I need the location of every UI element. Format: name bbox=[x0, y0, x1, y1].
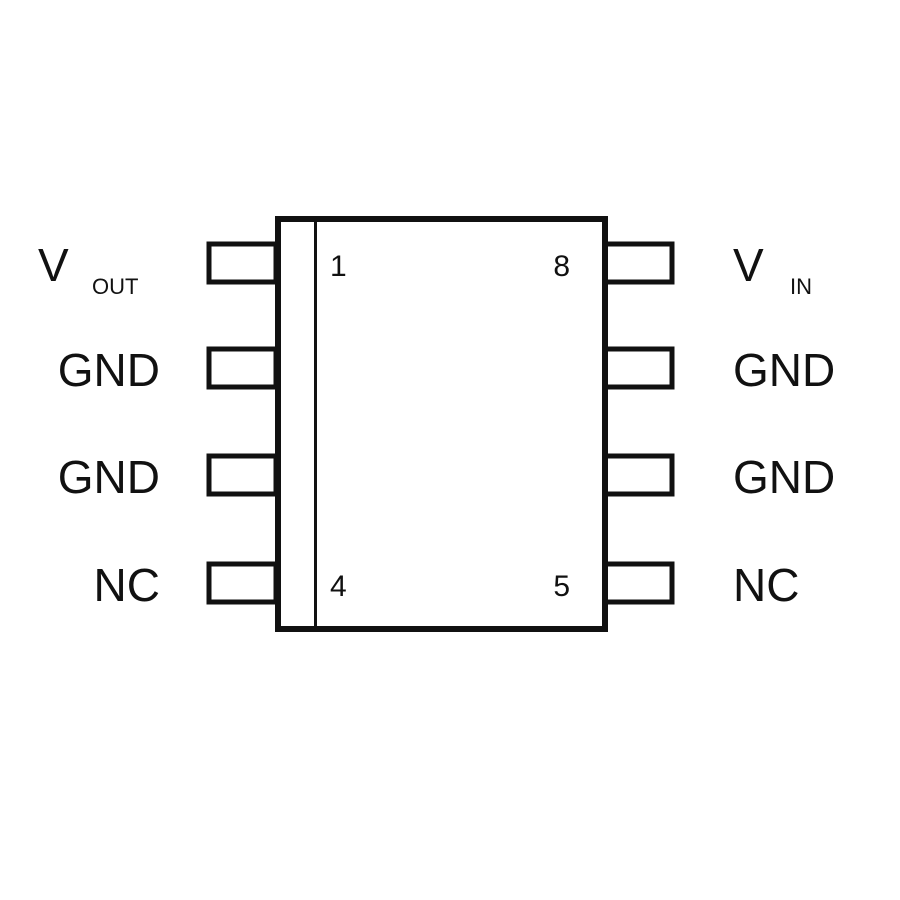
pin-label: GND bbox=[58, 451, 160, 503]
pin-number: 5 bbox=[553, 570, 570, 603]
pin-lead-right-2 bbox=[602, 346, 675, 390]
pin-label-subscript: IN bbox=[790, 274, 812, 299]
pin-number: 8 bbox=[553, 250, 570, 283]
pin-label: V bbox=[733, 239, 764, 291]
pin-lead-left-2 bbox=[206, 346, 279, 390]
pin-lead-left-1 bbox=[206, 241, 279, 285]
pin-number: 1 bbox=[330, 250, 347, 283]
pin-label: GND bbox=[58, 344, 160, 396]
pin-lead-right-3 bbox=[602, 453, 675, 497]
pin-label: NC bbox=[733, 559, 799, 611]
chip-body bbox=[275, 216, 608, 632]
pin-lead-left-3 bbox=[206, 453, 279, 497]
pin-label: GND bbox=[733, 451, 835, 503]
pin-label: NC bbox=[94, 559, 160, 611]
pin-lead-left-4 bbox=[206, 561, 279, 605]
pin-label: GND bbox=[733, 344, 835, 396]
pin-label-subscript: OUT bbox=[92, 274, 138, 299]
pin-lead-right-4 bbox=[602, 561, 675, 605]
pin-lead-right-1 bbox=[602, 241, 675, 285]
pin-label: V bbox=[38, 239, 69, 291]
pin-number: 4 bbox=[330, 570, 347, 603]
